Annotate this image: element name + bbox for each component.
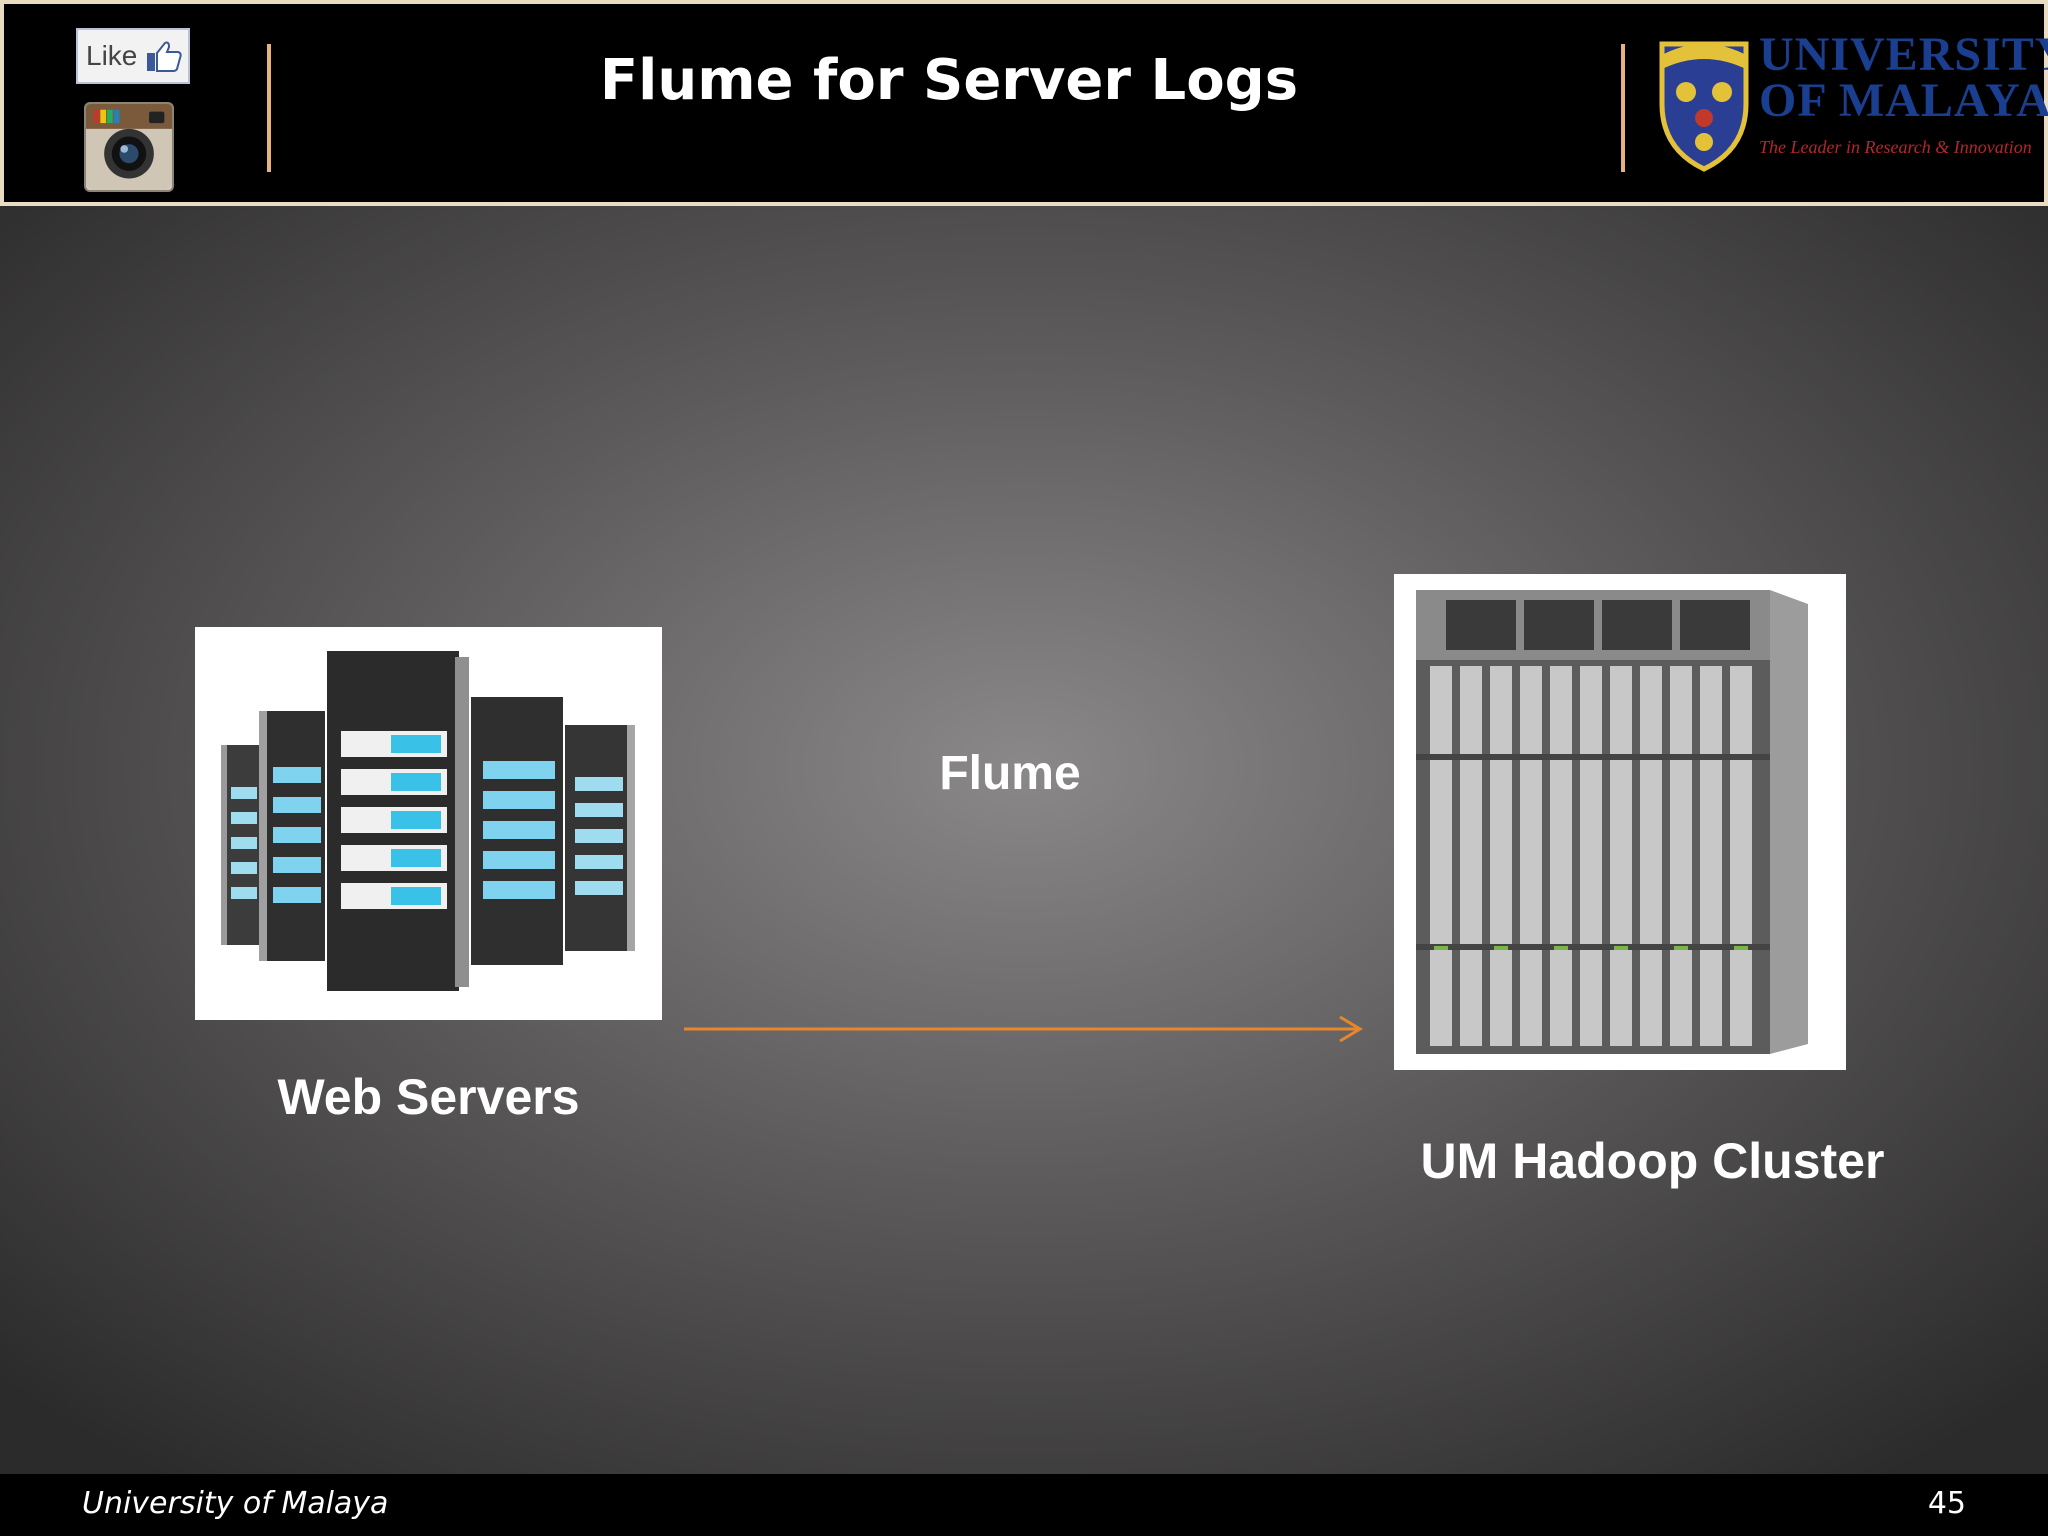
server-racks-icon	[221, 651, 635, 991]
web-servers-image	[195, 627, 662, 1020]
header-divider-right	[1621, 44, 1625, 172]
web-servers-label: Web Servers	[277, 1069, 580, 1125]
like-label: Like	[86, 40, 138, 71]
university-tagline: The Leader in Research & Innovation	[1759, 137, 2032, 157]
blade-chassis-icon	[1416, 590, 1808, 1054]
university-crest-icon	[1659, 41, 1749, 172]
header-divider-left	[267, 44, 271, 172]
university-logo	[1654, 34, 2044, 179]
slide-footer: University of Malaya 45	[0, 1474, 2048, 1536]
page-number: 45	[1927, 1486, 1966, 1521]
hadoop-cluster-image	[1394, 574, 1846, 1070]
thumbs-up-icon	[147, 41, 183, 72]
slide-title: Flume for Server Logs	[599, 48, 1299, 113]
hadoop-cluster-label: UM Hadoop Cluster	[1420, 1133, 1885, 1189]
slide-header: Like Flume for Server Logs UNIVERS	[0, 0, 2048, 206]
instagram-camera-icon[interactable]	[84, 102, 174, 192]
university-name: UNIVERSITY OF MALAYA	[1759, 28, 2048, 127]
footer-university: University of Malaya	[82, 1486, 389, 1521]
flume-arrow	[684, 1015, 1363, 1043]
flume-label: Flume	[939, 747, 1081, 800]
slide-body: Web Servers Flume	[0, 206, 2048, 1474]
like-button[interactable]: Like	[76, 28, 190, 84]
